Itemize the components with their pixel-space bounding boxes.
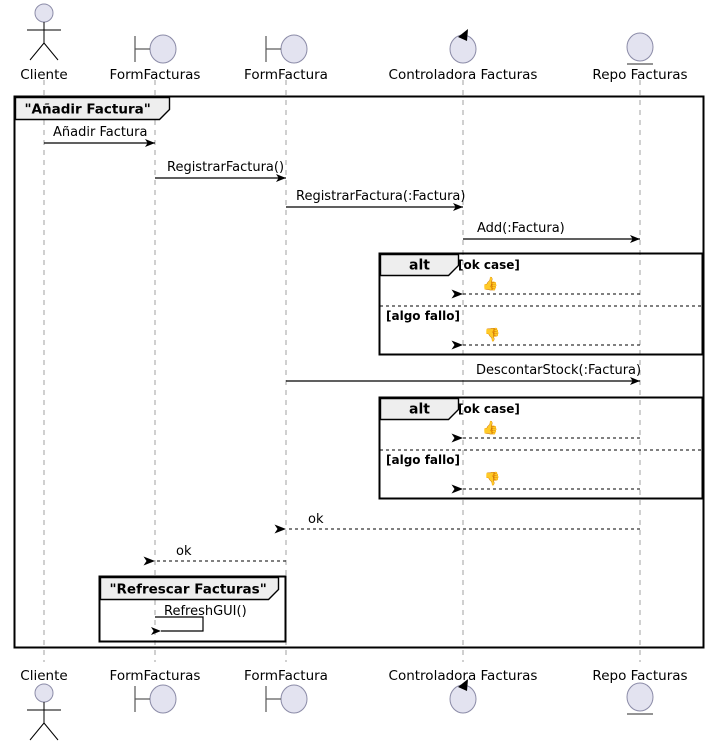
operand-guard: [algo fallo] (386, 453, 460, 467)
fragment-alt2: alt [ok case] [algo fallo] (378, 396, 704, 500)
participant-label: FormFacturas (110, 668, 201, 684)
fragment-label: alt (409, 402, 430, 418)
participant-bottom-controladora-facturas[interactable]: Controladora Facturas (389, 668, 538, 714)
operand-guard: [ok case] (458, 402, 520, 416)
boundary-circle-icon (280, 684, 308, 714)
fragment-outer: "Añadir Factura" (13, 95, 705, 649)
participant-controladora-facturas[interactable]: Controladora Facturas (389, 29, 538, 83)
participants-top-group: Cliente FormFacturas FormFactura Controlado… (20, 3, 688, 83)
message-label: DescontarStock(:Factura) (476, 363, 641, 378)
fragment-label: "Añadir Factura" (25, 102, 151, 118)
participant-label: Controladora Facturas (389, 668, 538, 684)
participant-label: Repo Facturas (592, 668, 687, 684)
message-m9[interactable]: 👎 (451, 471, 640, 494)
message-label: RegistrarFactura(:Factura) (296, 189, 465, 204)
participant-bottom-repo-facturas[interactable]: Repo Facturas (592, 668, 688, 715)
entity-circle-icon (626, 32, 654, 62)
entity-circle-icon (626, 682, 654, 712)
participant-formfacturas[interactable]: FormFacturas (110, 34, 201, 83)
fragment-border (378, 396, 704, 500)
participant-label: Repo Facturas (592, 67, 687, 83)
operand-guard: [ok case] (458, 258, 520, 272)
fragments-group: "Añadir Factura" alt [ok case] [algo fallo]… (13, 95, 705, 649)
operand-guard: [algo fallo] (386, 309, 460, 323)
fragment-header-shape (14, 96, 171, 121)
participant-cliente[interactable]: Cliente (20, 3, 68, 83)
lifelines-group (43, 80, 641, 662)
message-m11[interactable]: ok (143, 544, 286, 566)
message-m7[interactable]: DescontarStock(:Factura) (286, 363, 641, 385)
message-m1[interactable]: Añadir Factura (44, 125, 155, 147)
fragment-border (378, 252, 704, 356)
participant-formfactura[interactable]: FormFactura (244, 34, 328, 83)
control-icon (449, 29, 477, 64)
thumbs-down-icon: 👎 (484, 327, 500, 343)
boundary-circle-icon (149, 34, 177, 64)
boundary-circle-icon (280, 34, 308, 64)
boundary-icon (265, 34, 308, 64)
boundary-icon (134, 684, 177, 714)
actor-stick-figure-icon (27, 683, 61, 741)
boundary-circle-icon (149, 684, 177, 714)
fragment-label: "Refrescar Facturas" (110, 582, 267, 598)
message-m4[interactable]: Add(:Factura) (463, 221, 640, 243)
message-m10[interactable]: ok (274, 512, 640, 534)
participant-bottom-formfacturas[interactable]: FormFacturas (110, 668, 201, 714)
control-arrow-icon (458, 679, 468, 691)
participant-repo-facturas[interactable]: Repo Facturas (592, 32, 688, 83)
message-m3[interactable]: RegistrarFactura(:Factura) (286, 189, 465, 211)
fragment-refresh: "Refrescar Facturas" (98, 575, 287, 643)
participant-label: FormFactura (244, 67, 328, 83)
actor-head-icon (34, 3, 54, 23)
message-m8[interactable]: 👍 (451, 420, 640, 443)
thumbs-up-icon: 👍 (482, 276, 498, 292)
control-icon (449, 679, 477, 714)
participant-label: Controladora Facturas (389, 67, 538, 83)
fragment-border (98, 575, 287, 643)
fragment-header-shape (379, 397, 460, 421)
message-label: Add(:Factura) (477, 221, 565, 236)
participant-label: FormFactura (244, 668, 328, 684)
actor-stick-figure-icon (27, 3, 61, 61)
entity-icon (626, 32, 654, 65)
participant-label: Cliente (20, 67, 67, 83)
fragment-label: alt (409, 258, 430, 274)
control-arrow-icon (458, 29, 468, 41)
thumbs-down-icon: 👎 (484, 471, 500, 487)
participant-label: FormFacturas (110, 67, 201, 83)
boundary-icon (134, 34, 177, 64)
message-label: RefreshGUI() (164, 604, 247, 619)
actor-head-icon (34, 683, 54, 703)
participant-bottom-cliente[interactable]: Cliente (20, 668, 68, 741)
participant-bottom-formfactura[interactable]: FormFactura (244, 668, 328, 714)
message-m12[interactable]: RefreshGUI() (151, 604, 247, 635)
message-m2[interactable]: RegistrarFactura() (155, 160, 286, 182)
self-message-arrow (151, 616, 204, 635)
participants-bottom-group: Cliente FormFacturas FormFactura Controlado… (20, 668, 688, 741)
participant-label: Cliente (20, 668, 67, 684)
message-m6[interactable]: 👎 (451, 327, 640, 350)
message-m5[interactable]: 👍 (451, 276, 640, 299)
thumbs-up-icon: 👍 (482, 420, 498, 436)
entity-icon (626, 682, 654, 715)
message-label: ok (176, 544, 192, 559)
message-label: Añadir Factura (53, 125, 148, 140)
fragment-alt1: alt [ok case] [algo fallo] (378, 252, 704, 356)
fragment-border (13, 95, 705, 649)
message-label: ok (308, 512, 324, 527)
fragment-header-shape (99, 576, 280, 601)
boundary-icon (265, 684, 308, 714)
message-label: RegistrarFactura() (167, 160, 284, 175)
fragment-header-shape (379, 253, 460, 277)
